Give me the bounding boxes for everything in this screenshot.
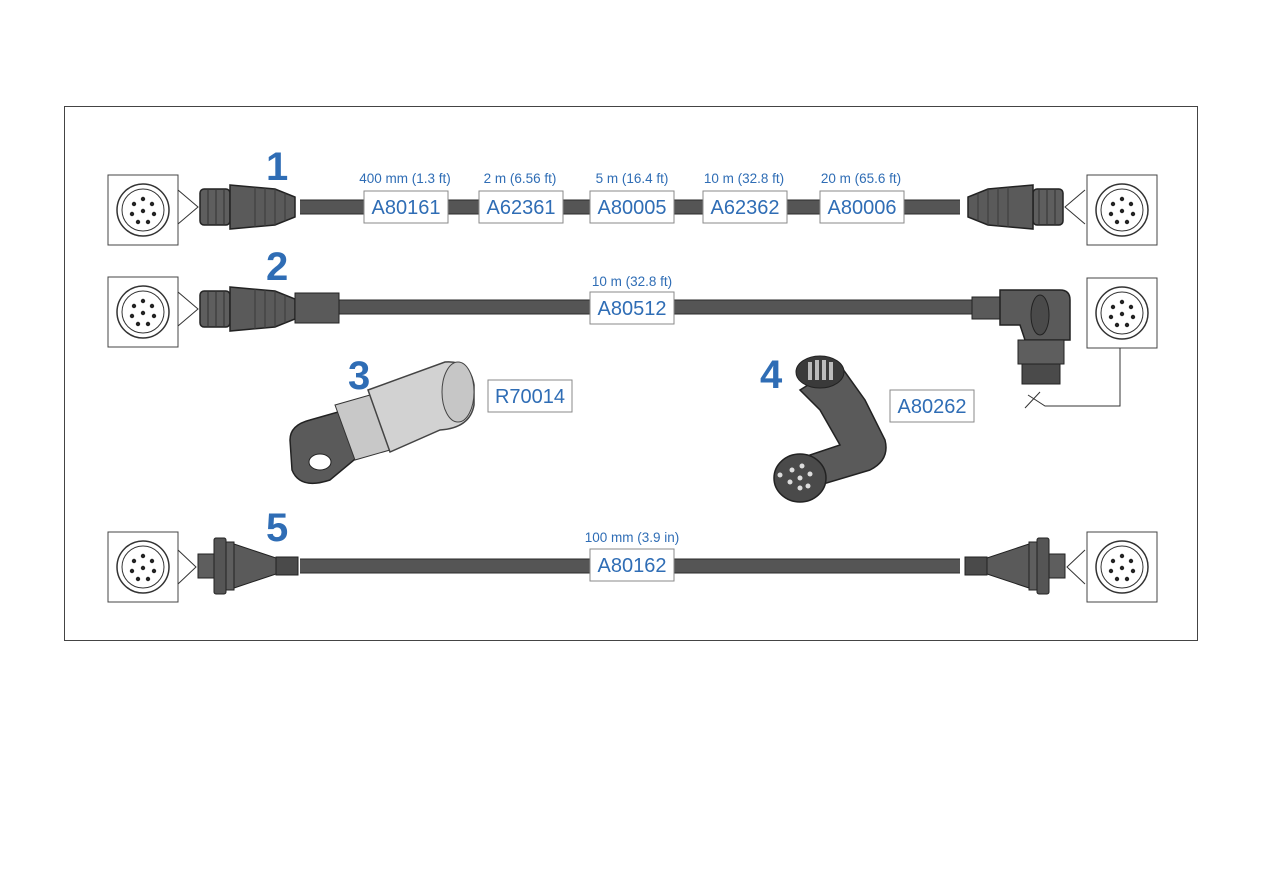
- part-number-4: A80262: [898, 396, 967, 418]
- length-label-5: 100 mm (3.9 in): [585, 530, 680, 545]
- part-box-1b: [478, 190, 564, 224]
- pin-face-1-right: [1086, 174, 1158, 246]
- part-number-3: R70014: [495, 386, 565, 408]
- length-label-1c: 5 m (16.4 ft): [596, 171, 669, 186]
- part-box-1d: [702, 190, 788, 224]
- item-number-3: 3: [348, 354, 370, 398]
- pin-face-5-left: [107, 531, 179, 603]
- strain-relief-2-left: [294, 292, 340, 324]
- cable-tool-3: [289, 361, 475, 485]
- part-number-5: A80162: [598, 555, 667, 577]
- length-label-2: 10 m (32.8 ft): [592, 274, 672, 289]
- length-label-1b: 2 m (6.56 ft): [484, 171, 557, 186]
- item-number-4: 4: [760, 353, 783, 397]
- pin-face-2-left: [107, 276, 179, 348]
- part-box-3: [487, 379, 573, 413]
- part-box-2: [589, 291, 675, 325]
- part-box-1e: [819, 190, 905, 224]
- length-label-1a: 400 mm (1.3 ft): [359, 171, 451, 186]
- diagram-frame: [64, 106, 1198, 641]
- connector-2-left: [199, 286, 296, 332]
- part-box-4: [889, 389, 975, 423]
- part-box-5: [589, 548, 675, 582]
- pin-face-2-right: [1086, 277, 1158, 349]
- item-number-1: 1: [266, 145, 288, 189]
- part-number-1a: A80161: [372, 197, 441, 219]
- part-number-1b: A62361: [487, 197, 556, 219]
- part-number-1c: A80005: [598, 197, 667, 219]
- pin-face-1-left: [107, 174, 179, 246]
- length-label-1d: 10 m (32.8 ft): [704, 171, 784, 186]
- connector-1-left: [199, 184, 296, 230]
- part-box-1a: [363, 190, 449, 224]
- item-number-5: 5: [266, 506, 288, 550]
- part-number-1d: A62362: [711, 197, 780, 219]
- part-number-2: A80512: [598, 298, 667, 320]
- adapter-4: [773, 355, 887, 503]
- length-label-1e: 20 m (65.6 ft): [821, 171, 901, 186]
- connector-1-right: [967, 184, 1064, 230]
- item-number-2: 2: [266, 245, 288, 289]
- pin-face-5-right: [1086, 531, 1158, 603]
- part-box-1c: [589, 190, 675, 224]
- part-number-1e: A80006: [828, 197, 897, 219]
- connector-2-right-angle: [971, 289, 1071, 385]
- bulkhead-5-right: [964, 537, 1066, 595]
